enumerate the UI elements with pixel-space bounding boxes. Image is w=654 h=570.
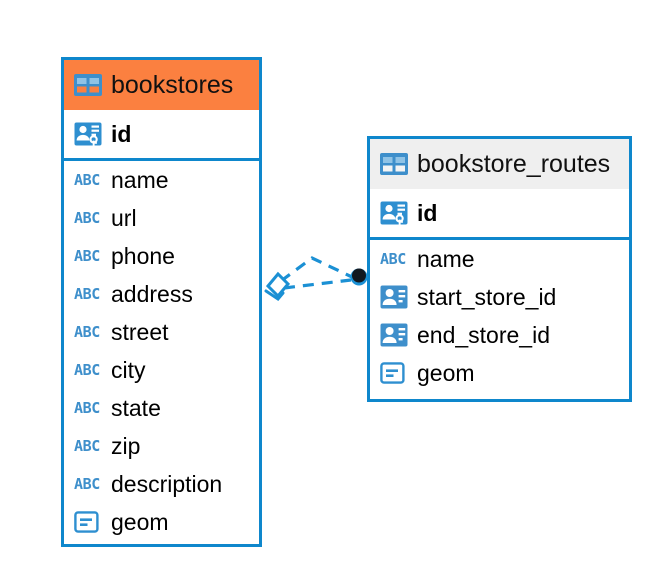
field-label: phone (111, 242, 175, 269)
field-row-end-store-id[interactable]: end_store_id (370, 316, 629, 354)
primary-key-divider-bookstore-routes (370, 237, 629, 240)
field-label: geom (417, 359, 475, 386)
field-label: start_store_id (417, 283, 557, 310)
abc-text-icon: ABC (74, 399, 102, 417)
field-row-street[interactable]: ABC street (64, 313, 259, 351)
field-row-url[interactable]: ABC url (64, 199, 259, 237)
geometry-icon (380, 362, 408, 384)
table-icon (74, 74, 102, 96)
svg-text:ABC: ABC (380, 250, 406, 268)
field-row-name[interactable]: ABC name (64, 161, 259, 199)
svg-text:ABC: ABC (74, 247, 100, 265)
svg-text:ABC: ABC (74, 323, 100, 341)
field-label: address (111, 280, 193, 307)
field-label: name (417, 245, 475, 272)
field-label: url (111, 204, 137, 231)
abc-text-icon: ABC (74, 437, 102, 455)
primary-key-divider-bookstores (64, 158, 259, 161)
field-label: description (111, 470, 223, 497)
field-row-address[interactable]: ABC address (64, 275, 259, 313)
primary-key-icon (380, 201, 408, 225)
field-row-routes-name[interactable]: ABC name (370, 240, 629, 278)
foreign-key-icon (380, 285, 408, 309)
entity-bookstore-routes[interactable]: bookstore_routes id (367, 136, 632, 402)
abc-text-icon: ABC (74, 209, 102, 227)
svg-text:ABC: ABC (74, 475, 100, 493)
geometry-icon (74, 511, 102, 533)
entity-bookstore-routes-header[interactable]: bookstore_routes (370, 139, 629, 189)
entity-bookstores-header[interactable]: bookstores (64, 60, 259, 110)
field-row-description[interactable]: ABC description (64, 465, 259, 503)
abc-text-icon: ABC (74, 285, 102, 303)
field-list-bookstores: ABC name ABC url ABC p (64, 161, 259, 541)
abc-text-icon: ABC (74, 323, 102, 341)
field-label: end_store_id (417, 321, 550, 348)
field-row-city[interactable]: ABC city (64, 351, 259, 389)
abc-text-icon: ABC (74, 171, 102, 189)
svg-text:ABC: ABC (74, 361, 100, 379)
field-row-zip[interactable]: ABC zip (64, 427, 259, 465)
diamond-marker[interactable] (264, 271, 291, 301)
field-row-start-store-id[interactable]: start_store_id (370, 278, 629, 316)
table-icon (380, 153, 408, 175)
entity-bookstores[interactable]: bookstores id (61, 57, 262, 547)
field-row-bookstores-id[interactable]: id (64, 110, 259, 158)
svg-text:ABC: ABC (74, 209, 100, 227)
relationship-line-end-store[interactable] (283, 278, 352, 290)
abc-text-icon: ABC (380, 250, 408, 268)
field-row-geom[interactable]: geom (64, 503, 259, 541)
field-label: zip (111, 432, 141, 459)
field-label: street (111, 318, 169, 345)
entity-bookstores-title: bookstores (111, 70, 234, 99)
abc-text-icon: ABC (74, 361, 102, 379)
field-row-bookstore-routes-id[interactable]: id (370, 189, 629, 237)
filled-circle-marker[interactable] (350, 268, 368, 286)
field-label: name (111, 166, 169, 193)
field-label: geom (111, 508, 169, 535)
field-row-routes-geom[interactable]: geom (370, 354, 629, 392)
field-name-bookstore-routes-id: id (417, 199, 438, 226)
field-list-bookstore-routes: ABC name start_store_id (370, 240, 629, 392)
abc-text-icon: ABC (74, 475, 102, 493)
entity-bookstore-routes-title: bookstore_routes (417, 149, 611, 178)
abc-text-icon: ABC (74, 247, 102, 265)
field-label: city (111, 356, 146, 383)
field-label: state (111, 394, 161, 421)
field-row-phone[interactable]: ABC phone (64, 237, 259, 275)
field-row-state[interactable]: ABC state (64, 389, 259, 427)
svg-text:ABC: ABC (74, 399, 100, 417)
primary-key-icon (74, 122, 102, 146)
foreign-key-icon (380, 323, 408, 347)
svg-text:ABC: ABC (74, 171, 100, 189)
svg-text:ABC: ABC (74, 285, 100, 303)
field-name-bookstores-id: id (111, 120, 132, 147)
relationship-line-start-store[interactable] (280, 256, 353, 283)
svg-text:ABC: ABC (74, 437, 100, 455)
